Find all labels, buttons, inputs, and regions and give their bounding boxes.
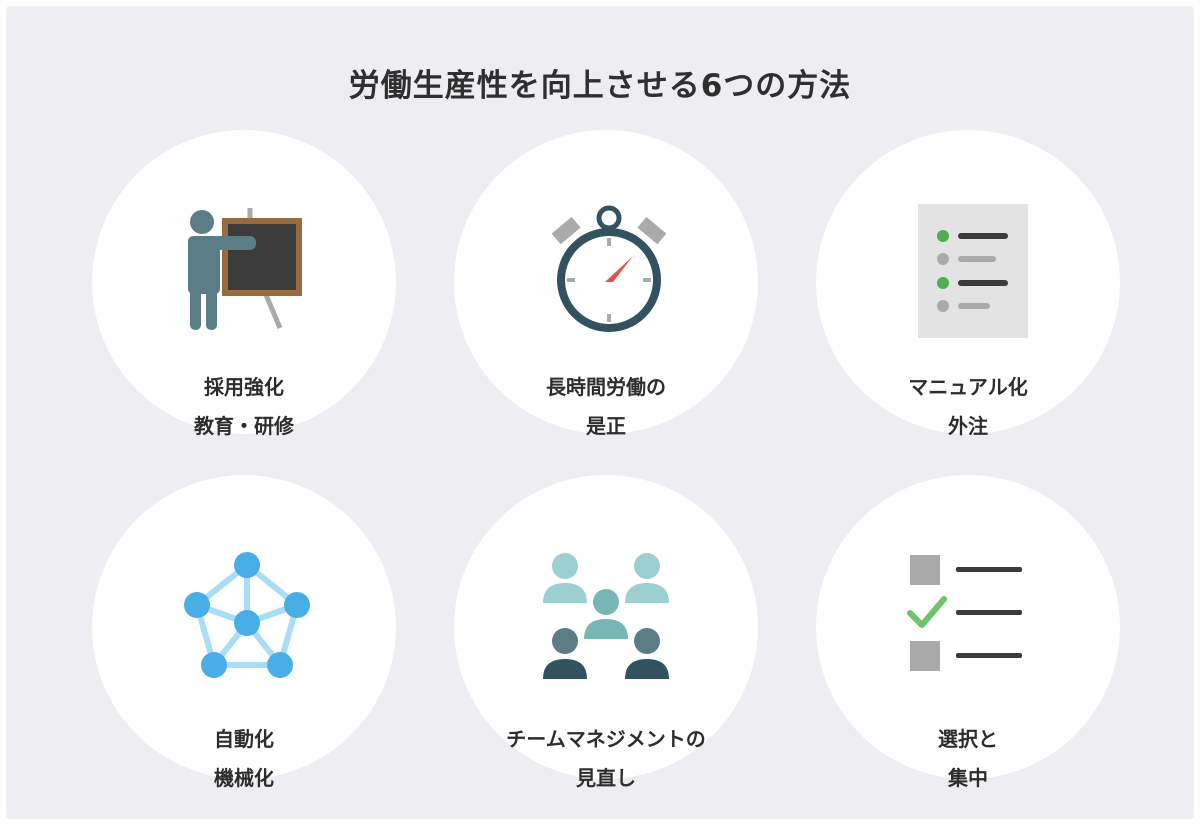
network-nodes-icon — [184, 552, 310, 678]
method-card-team: チームマネジメントの 見直し — [454, 475, 758, 790]
method-label: マニュアル化 外注 — [908, 375, 1028, 438]
team-people-icon — [543, 553, 669, 679]
method-label: 長時間労働の 是正 — [546, 375, 666, 438]
method-label: 採用強化 教育・研修 — [194, 375, 294, 438]
method-card-training: 採用強化 教育・研修 — [92, 130, 396, 438]
checklist-icon — [907, 555, 1022, 671]
teacher-blackboard-icon — [188, 208, 302, 330]
method-card-manual: マニュアル化 外注 — [816, 130, 1120, 438]
stopwatch-icon — [551, 205, 667, 332]
manual-list-icon — [918, 204, 1028, 338]
method-label: チームマネジメントの 見直し — [506, 727, 706, 790]
method-card-focus: 選択と 集中 — [816, 475, 1120, 790]
page-title: 労働生産性を向上させる6つの方法 — [348, 68, 852, 104]
method-label: 自動化 機械化 — [214, 727, 274, 790]
method-card-overtime: 長時間労働の 是正 — [454, 130, 758, 438]
method-label: 選択と 集中 — [938, 727, 998, 790]
method-card-automation: 自動化 機械化 — [92, 475, 396, 790]
